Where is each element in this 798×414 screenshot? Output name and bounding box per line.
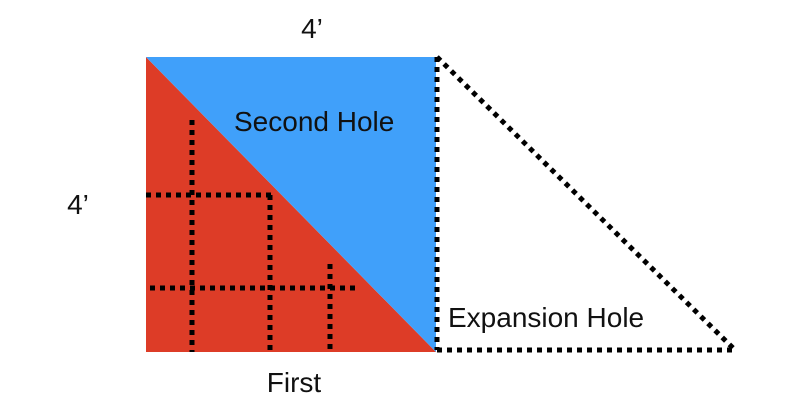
second-hole-region [146, 57, 436, 352]
first-hole-grid [146, 120, 360, 352]
first-hole-label: First [267, 367, 322, 398]
second-hole-label: Second Hole [234, 106, 394, 137]
expansion-hole-label: Expansion Hole [448, 302, 644, 333]
top-dimension-label: 4’ [301, 13, 323, 44]
expansion-hole-outline [434, 55, 737, 353]
side-dimension-label: 4’ [67, 189, 89, 220]
